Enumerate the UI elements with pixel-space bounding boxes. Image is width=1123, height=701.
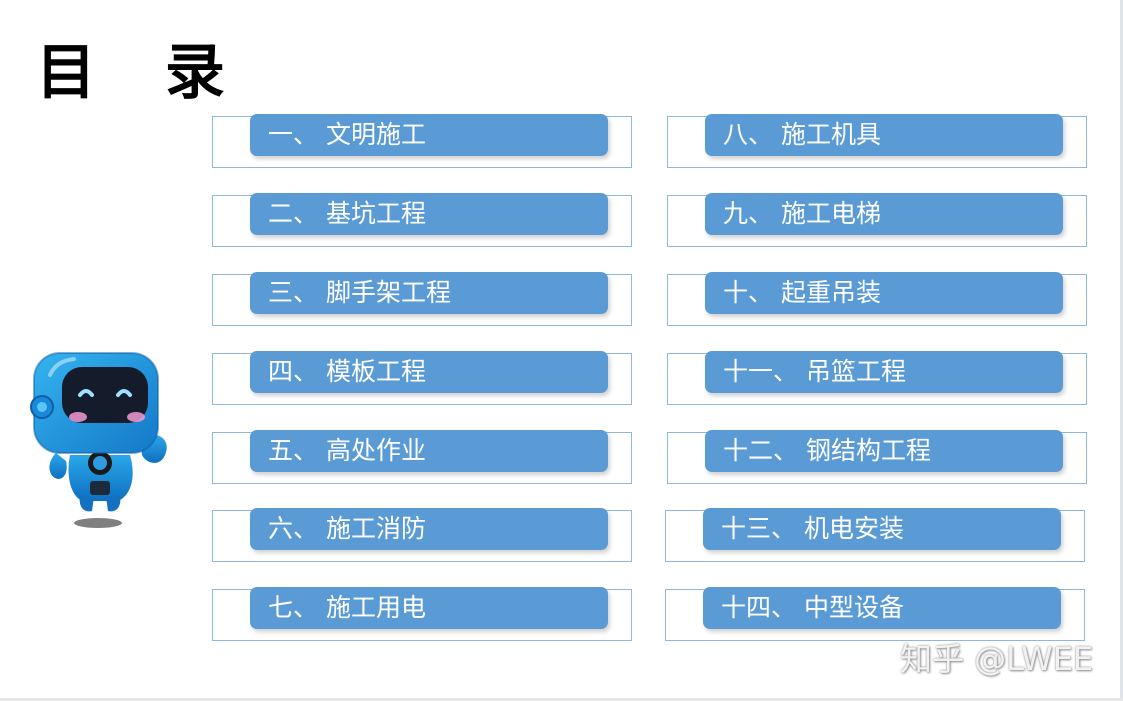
toc-item-13[interactable]: 十三、 机电安装 [703,508,1061,550]
slide-bottom-edge [0,698,1123,701]
toc-item-3[interactable]: 三、 脚手架工程 [250,272,608,314]
toc-item-5[interactable]: 五、 高处作业 [250,430,608,472]
toc-item-10[interactable]: 十、 起重吊装 [705,272,1063,314]
watermark-text: 知乎 @LWEE [900,640,1094,678]
toc-item-14[interactable]: 十四、 中型设备 [703,587,1061,629]
toc-item-11[interactable]: 十一、 吊篮工程 [705,351,1063,393]
robot-mascot-icon [22,345,182,535]
toc-item-9[interactable]: 九、 施工电梯 [705,193,1063,235]
toc-item-2[interactable]: 二、 基坑工程 [250,193,608,235]
toc-item-7[interactable]: 七、 施工用电 [250,587,608,629]
slide-right-edge [1120,0,1123,701]
toc-item-8[interactable]: 八、 施工机具 [705,114,1063,156]
page-title: 目 录 [36,38,249,108]
toc-item-12[interactable]: 十二、 钢结构工程 [705,430,1063,472]
toc-item-1[interactable]: 一、 文明施工 [250,114,608,156]
toc-item-4[interactable]: 四、 模板工程 [250,351,608,393]
toc-item-6[interactable]: 六、 施工消防 [250,508,608,550]
